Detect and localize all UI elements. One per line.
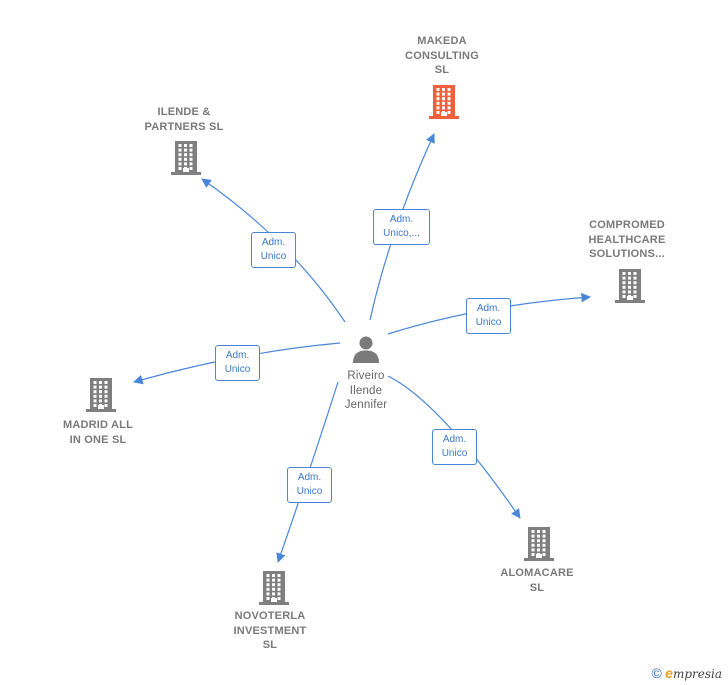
central-name-line: Ilende: [349, 384, 383, 397]
edge-label-novoterla[interactable]: Adm. Unico: [287, 467, 332, 503]
company-label-line: HEALTHCARE: [588, 233, 666, 246]
company-label-line: SL: [529, 581, 545, 594]
building-icon[interactable]: [614, 268, 646, 309]
company-label-line: SOLUTIONS...: [589, 248, 665, 260]
company-label-madrid[interactable]: MADRID ALL IN ONE SL: [38, 418, 158, 447]
building-icon[interactable]: [428, 84, 460, 125]
edge-label-line: Adm.: [225, 350, 250, 361]
edge-label-line: Adm.: [442, 434, 467, 445]
company-label-novoterla[interactable]: NOVOTERLA INVESTMENT SL: [210, 609, 330, 653]
company-label-line: IN ONE SL: [69, 433, 127, 446]
edge-label-line: Adm.: [297, 472, 322, 483]
edge-label-madrid[interactable]: Adm. Unico: [215, 345, 260, 381]
edge-label-compromed[interactable]: Adm. Unico: [466, 298, 511, 334]
edge-label-line: Unico: [260, 251, 287, 262]
building-icon[interactable]: [85, 377, 117, 418]
edge-label-ilende[interactable]: Adm. Unico: [251, 232, 296, 268]
company-label-line: SL: [262, 639, 278, 651]
edge-label-alomacare[interactable]: Adm. Unico: [432, 429, 477, 465]
edge-label-makeda[interactable]: Adm. Unico,...: [373, 209, 430, 245]
company-label-line: PARTNERS SL: [144, 120, 224, 133]
building-icon[interactable]: [258, 570, 290, 611]
edge-label-line: Unico: [441, 448, 468, 459]
company-label-line: MADRID ALL: [62, 419, 134, 431]
edge-label-line: Adm.: [476, 303, 501, 314]
building-icon[interactable]: [170, 140, 202, 181]
edge-label-line: Unico,...: [383, 228, 420, 239]
edge-label-line: Adm.: [389, 214, 414, 225]
company-label-line: SL: [434, 64, 450, 76]
company-label-line: MAKEDA: [417, 35, 467, 47]
company-label-makeda[interactable]: MAKEDA CONSULTING SL: [382, 34, 502, 78]
copyright-symbol: ©: [651, 665, 662, 681]
brand-logo-text: mpresia: [672, 667, 722, 681]
company-label-line: COMPROMED: [589, 219, 665, 231]
company-label-line: ALOMACARE: [500, 567, 574, 579]
edge-label-line: Unico: [224, 364, 251, 375]
edge-label-line: Unico: [296, 486, 323, 497]
company-label-line: ILENDE &: [157, 106, 211, 118]
company-label-line: INVESTMENT: [233, 624, 307, 637]
building-icon[interactable]: [523, 526, 555, 567]
edge-label-line: Unico: [475, 317, 502, 328]
company-label-ilende[interactable]: ILENDE & PARTNERS SL: [124, 105, 244, 134]
edge-alomacare: [387, 375, 521, 519]
edge-label-line: Adm.: [261, 237, 286, 248]
company-label-compromed[interactable]: COMPROMED HEALTHCARE SOLUTIONS...: [567, 218, 687, 262]
footer-brand: © empresia: [651, 665, 722, 681]
company-label-alomacare[interactable]: ALOMACARE SL: [477, 566, 597, 595]
central-name-line: Riveiro: [347, 370, 385, 382]
central-name-line: Jennifer: [344, 399, 388, 411]
company-label-line: CONSULTING: [405, 49, 479, 62]
central-person-label[interactable]: Riveiro Ilende Jennifer: [324, 369, 408, 413]
company-label-line: NOVOTERLA: [234, 610, 306, 622]
person-icon[interactable]: [351, 334, 381, 364]
brand-logo-initial: e: [665, 665, 673, 681]
